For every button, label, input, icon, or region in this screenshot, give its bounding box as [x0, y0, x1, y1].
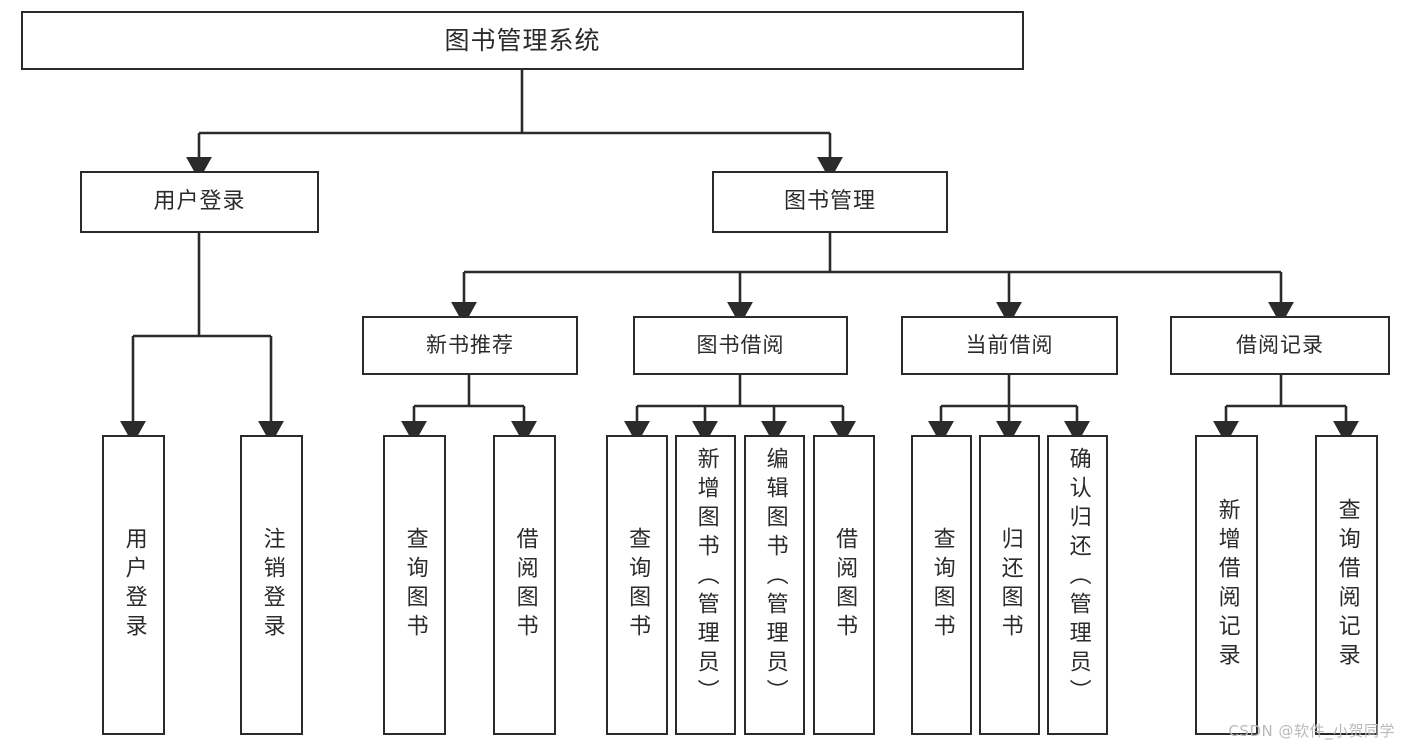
node-root-label: 图书管理系统: [444, 26, 601, 55]
node-current-borrow-label: 当前借阅: [965, 333, 1054, 357]
leaf-label: 查询图书: [625, 527, 651, 643]
leaf-book-borrow-add[interactable]: 新增图书（管理员）: [675, 435, 736, 735]
leaf-label: 查询图书: [402, 527, 428, 643]
node-book-management-label: 图书管理: [783, 189, 876, 214]
leaf-label: 借阅图书: [512, 527, 538, 643]
leaf-label: 新增借阅记录: [1214, 498, 1240, 672]
leaf-book-borrow-query[interactable]: 查询图书: [606, 435, 668, 735]
node-new-book-recommend-label: 新书推荐: [426, 333, 514, 357]
node-borrow-record[interactable]: 借阅记录: [1170, 316, 1390, 375]
node-book-borrow-label: 图书借阅: [696, 333, 785, 357]
leaf-current-borrow-query[interactable]: 查询图书: [911, 435, 972, 735]
leaf-label: 新增图书（管理员）: [693, 447, 719, 708]
leaf-label: 借阅图书: [832, 527, 858, 643]
node-user-login[interactable]: 用户登录: [80, 171, 319, 233]
leaf-user-login-login[interactable]: 用户登录: [102, 435, 165, 735]
leaf-borrow-record-add[interactable]: 新增借阅记录: [1195, 435, 1258, 735]
leaf-new-book-borrow[interactable]: 借阅图书: [493, 435, 556, 735]
leaf-book-borrow-edit[interactable]: 编辑图书（管理员）: [744, 435, 805, 735]
leaf-label: 归还图书: [997, 527, 1023, 643]
node-book-management[interactable]: 图书管理: [712, 171, 948, 233]
node-root[interactable]: 图书管理系统: [21, 11, 1024, 70]
leaf-user-login-logout[interactable]: 注销登录: [240, 435, 303, 735]
leaf-current-borrow-confirm[interactable]: 确认归还（管理员）: [1047, 435, 1108, 735]
leaf-label: 确认归还（管理员）: [1065, 447, 1091, 708]
leaf-label: 查询图书: [929, 527, 955, 643]
leaf-book-borrow-borrow[interactable]: 借阅图书: [813, 435, 875, 735]
node-borrow-record-label: 借阅记录: [1236, 333, 1324, 357]
leaf-label: 查询借阅记录: [1334, 498, 1360, 672]
leaf-borrow-record-query[interactable]: 查询借阅记录: [1315, 435, 1378, 735]
node-new-book-recommend[interactable]: 新书推荐: [362, 316, 578, 375]
leaf-label: 编辑图书（管理员）: [762, 447, 788, 708]
leaf-new-book-query[interactable]: 查询图书: [383, 435, 446, 735]
leaf-label: 用户登录: [121, 527, 147, 643]
leaf-label: 注销登录: [259, 527, 285, 643]
node-current-borrow[interactable]: 当前借阅: [901, 316, 1118, 375]
leaf-current-borrow-return[interactable]: 归还图书: [979, 435, 1040, 735]
node-user-login-label: 用户登录: [153, 189, 246, 214]
node-book-borrow[interactable]: 图书借阅: [633, 316, 848, 375]
